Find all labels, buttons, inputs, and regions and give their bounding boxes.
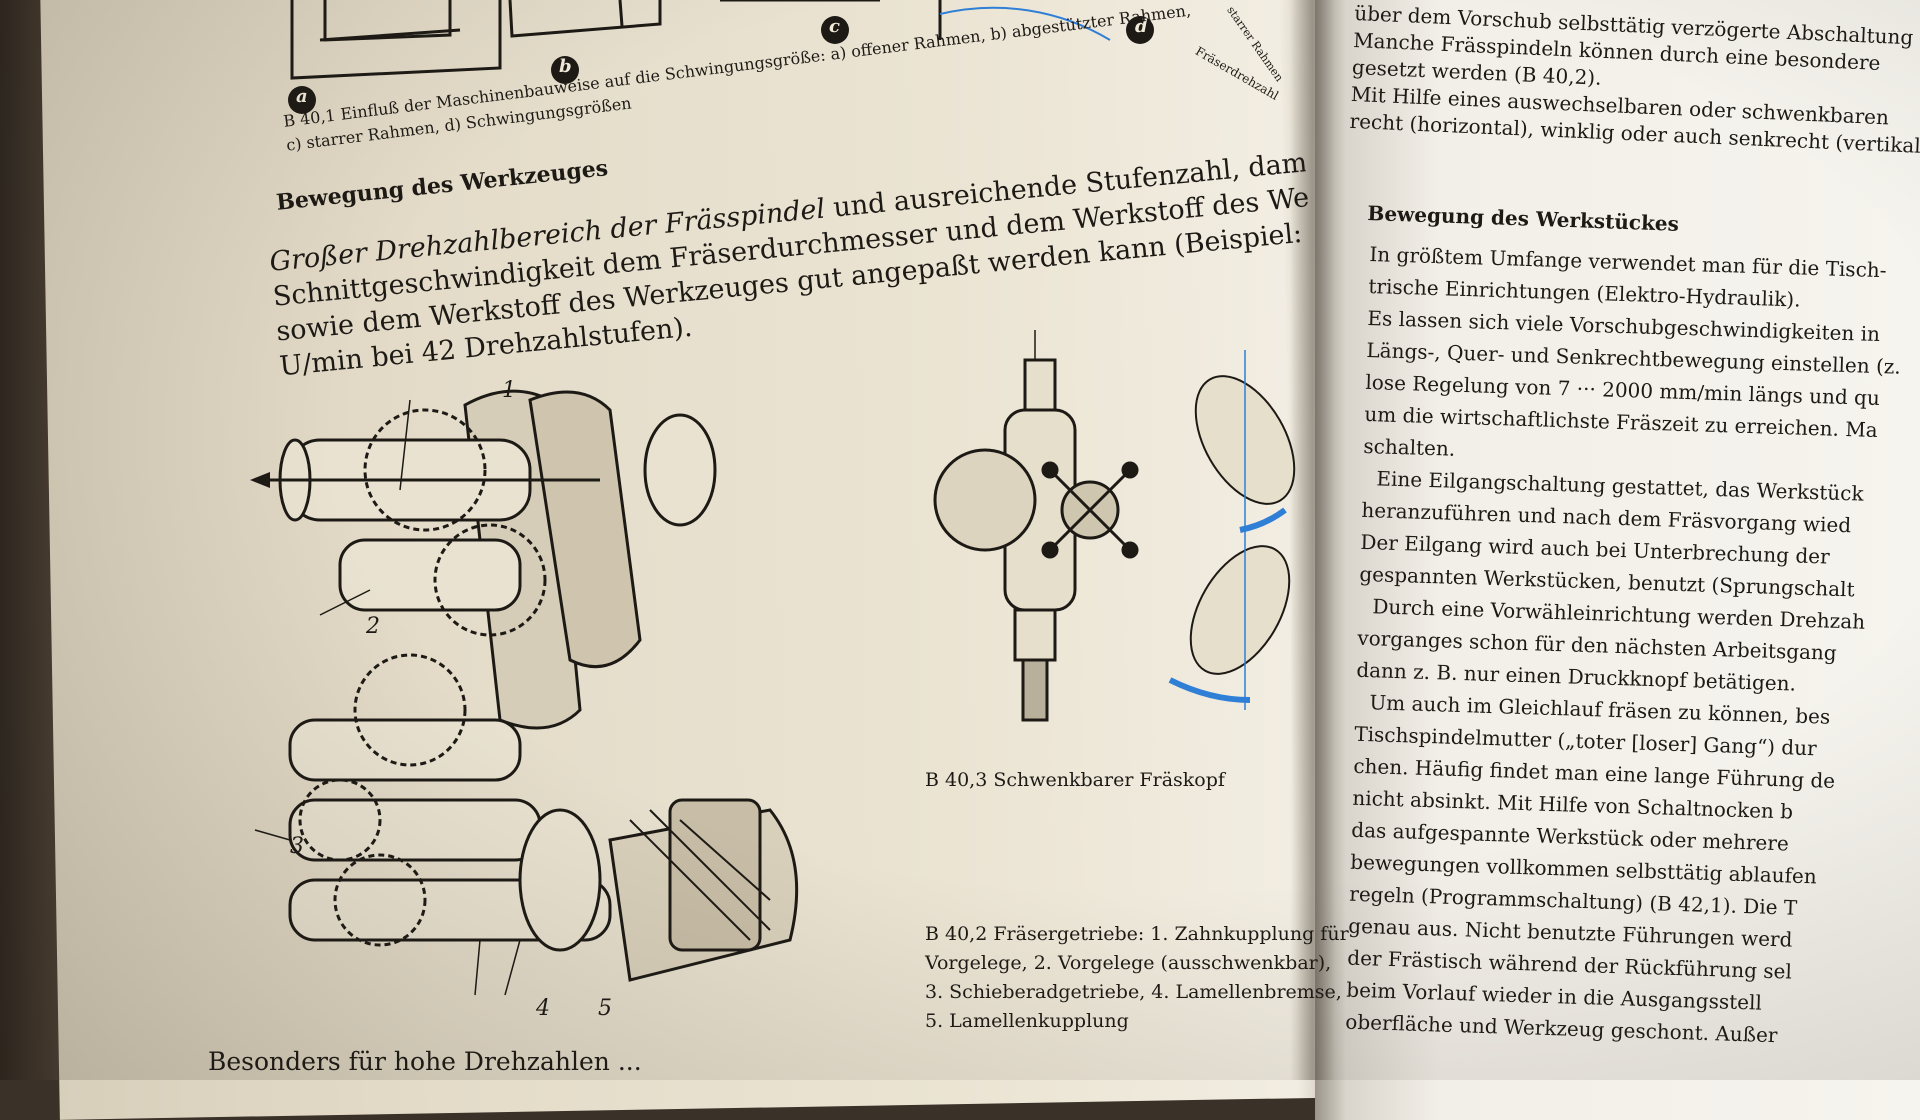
- gear-label-2: 2: [366, 614, 380, 639]
- gear-label-5: 5: [598, 996, 612, 1021]
- gear-label-1: 1: [502, 378, 516, 403]
- figure-label-a: a: [296, 86, 308, 107]
- frame-diagram-figure: [288, 0, 1154, 114]
- book-gutter: [1290, 0, 1335, 1080]
- figure-label-b: b: [559, 56, 572, 77]
- bottom-paragraph-start: Besonders für hohe Drehzahlen ...: [208, 1047, 642, 1076]
- right-page-top-text: über dem Vorschub selbsttätig verzögerte…: [1349, 0, 1920, 160]
- gearbox-illustration: [250, 389, 799, 996]
- figure-40-3-caption: B 40,3 Schwenkbarer Fräskopf: [925, 769, 1225, 791]
- caption-line: B 40,2 Fräsergetriebe: 1. Zahnkupplung f…: [925, 923, 1349, 945]
- caption-line: Vorgelege, 2. Vorgelege (ausschwenkbar),: [925, 952, 1332, 974]
- gear-label-4: 4: [536, 996, 550, 1021]
- gear-label-3: 3: [290, 834, 304, 859]
- caption-line: 3. Schieberadgetriebe, 4. Lamellenbremse…: [925, 981, 1342, 1003]
- milling-head-illustration: [933, 330, 1296, 722]
- right-book-page: [1315, 0, 1920, 1120]
- figure-label-c: c: [829, 16, 840, 37]
- right-page-body: In größtem Umfange verwendet man für die…: [1345, 238, 1904, 1054]
- figure-label-d: d: [1135, 16, 1148, 37]
- caption-line: 5. Lamellenkupplung: [925, 1010, 1129, 1032]
- figure-40-2-caption: B 40,2 Fräsergetriebe: 1. Zahnkupplung f…: [925, 920, 1349, 1036]
